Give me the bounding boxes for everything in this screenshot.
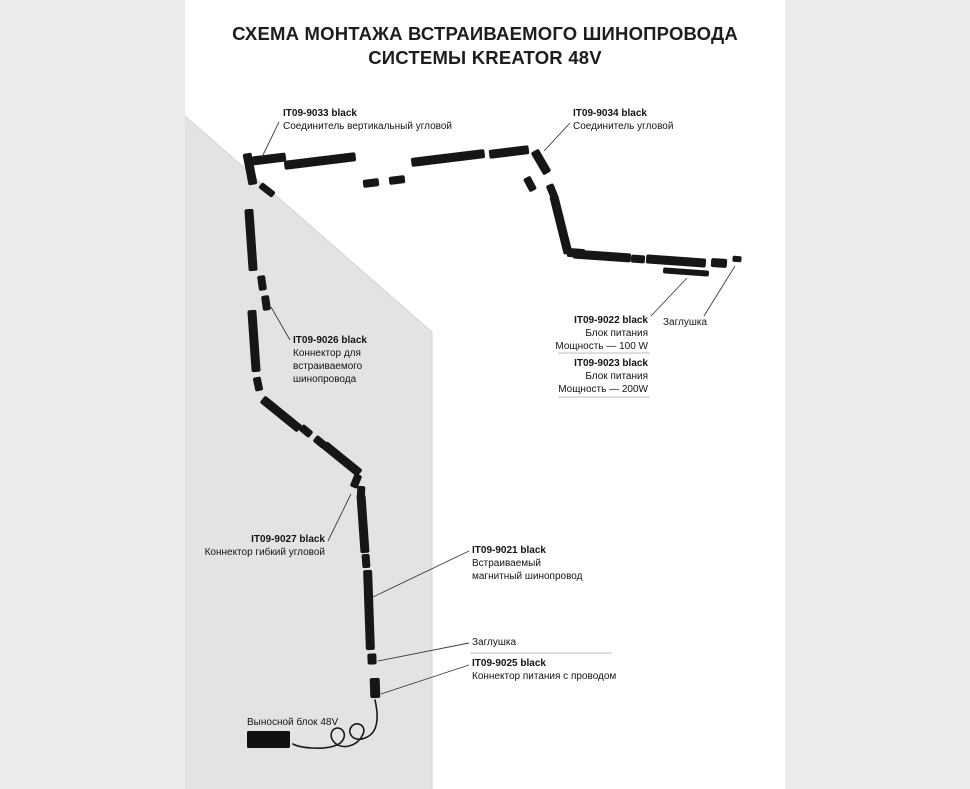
power-supply-block bbox=[662, 267, 710, 277]
track-connector bbox=[253, 376, 263, 392]
callout-it09-9026: IT09-9026 black Коннектор для встраиваем… bbox=[293, 334, 367, 386]
track-connector bbox=[546, 183, 558, 199]
track-segment bbox=[244, 208, 258, 272]
part-desc: Коннектор для bbox=[293, 348, 361, 359]
part-desc: Блок питания bbox=[585, 371, 648, 382]
power-feed-connector bbox=[369, 677, 381, 699]
wall-surface bbox=[184, 115, 433, 789]
leader-zaglushka-bottom bbox=[377, 642, 470, 662]
track-segment bbox=[645, 254, 707, 268]
part-code: IT09-9025 black bbox=[472, 658, 546, 669]
callout-remote-block: Выносной блок 48V bbox=[247, 716, 338, 729]
track-connector bbox=[630, 254, 646, 264]
track-corner-vertical-arm bbox=[251, 152, 287, 166]
track-segment bbox=[363, 569, 375, 651]
part-desc: Коннектор гибкий угловой bbox=[204, 547, 325, 558]
track-connector bbox=[257, 275, 267, 291]
track-segment bbox=[322, 441, 362, 477]
track-connector bbox=[362, 178, 380, 188]
callout-it09-9025: IT09-9025 black Коннектор питания с пров… bbox=[472, 657, 616, 683]
callout-zaglushka-bottom: Заглушка bbox=[472, 636, 516, 649]
callout-zaglushka-top: Заглушка bbox=[663, 316, 707, 329]
leader-9022 bbox=[650, 277, 688, 317]
flex-corner-connector bbox=[350, 473, 362, 489]
callout-it09-9023: IT09-9023 black Блок питания Мощность — … bbox=[508, 357, 648, 396]
track-segment bbox=[283, 152, 357, 170]
track-endcap bbox=[367, 653, 377, 665]
callout-it09-9021: IT09-9021 black Встраиваемый магнитный ш… bbox=[472, 544, 582, 583]
part-desc: Мощность — 200W bbox=[558, 384, 648, 395]
part-desc: шинопровода bbox=[293, 374, 357, 385]
track-corner-arm bbox=[531, 149, 551, 175]
track-connector bbox=[299, 424, 313, 438]
track-endcap bbox=[710, 258, 728, 268]
leader-9027 bbox=[327, 493, 352, 542]
part-code: IT09-9027 black bbox=[251, 534, 325, 545]
callout-it09-9033: IT09-9033 black Соединитель вертикальный… bbox=[283, 107, 452, 133]
track-segment bbox=[356, 494, 370, 554]
track-connector bbox=[261, 295, 271, 311]
part-desc: Соединитель угловой bbox=[573, 121, 674, 132]
callout-lines bbox=[261, 121, 736, 695]
track-connector bbox=[388, 175, 406, 185]
part-desc: Мощность — 100 W bbox=[555, 341, 648, 352]
callout-it09-9034: IT09-9034 black Соединитель угловой bbox=[573, 107, 673, 133]
part-desc: встраиваемого bbox=[293, 361, 363, 372]
part-desc: магнитный шинопровод bbox=[472, 571, 583, 582]
leader-9026 bbox=[270, 306, 291, 341]
part-code: IT09-9026 black bbox=[293, 335, 367, 346]
page-title-line2: СИСТЕМЫ KREATOR 48V bbox=[368, 47, 602, 68]
track-segment bbox=[260, 396, 302, 432]
track-connector bbox=[523, 176, 537, 192]
callout-it09-9027: IT09-9027 black Коннектор гибкий угловой bbox=[175, 533, 325, 559]
page-title-line1: СХЕМА МОНТАЖА ВСТРАИВАЕМОГО ШИНОПРОВОДА bbox=[232, 23, 738, 44]
part-desc: Соединитель вертикальный угловой bbox=[283, 121, 453, 132]
track-segment bbox=[572, 249, 632, 263]
track-connector bbox=[258, 182, 276, 198]
track-corner-arm bbox=[488, 145, 530, 159]
endcap-exploded bbox=[732, 255, 742, 263]
part-desc: Заглушка bbox=[472, 637, 517, 648]
part-code: IT09-9023 black bbox=[574, 358, 648, 369]
track-corner-vertical bbox=[242, 152, 258, 186]
leader-zaglushka-top bbox=[703, 265, 736, 317]
callout-it09-9022: IT09-9022 black Блок питания Мощность — … bbox=[508, 314, 648, 353]
part-desc: Коннектор питания с проводом bbox=[472, 671, 617, 682]
separator-lines bbox=[470, 352, 650, 654]
part-code: IT09-9022 black bbox=[574, 315, 648, 326]
part-desc: Заглушка bbox=[663, 317, 708, 328]
power-cable bbox=[292, 699, 378, 749]
page-title: СХЕМА МОНТАЖА ВСТРАИВАЕМОГО ШИНОПРОВОДА … bbox=[185, 22, 785, 70]
remote-block-box bbox=[247, 731, 290, 748]
track-segment bbox=[410, 149, 486, 167]
track-connector bbox=[361, 553, 371, 569]
leader-9025 bbox=[380, 664, 470, 695]
track-connector bbox=[313, 435, 327, 449]
part-code: IT09-9033 black bbox=[283, 108, 357, 119]
track-segment bbox=[247, 309, 261, 373]
part-desc: Блок питания bbox=[585, 328, 648, 339]
part-desc: Встраиваемый bbox=[472, 558, 541, 569]
leader-9033 bbox=[261, 121, 280, 158]
leader-9021 bbox=[372, 550, 470, 598]
track-segments bbox=[242, 145, 742, 699]
part-code: IT09-9021 black bbox=[472, 545, 546, 556]
part-code: IT09-9034 black bbox=[573, 108, 647, 119]
track-segment bbox=[549, 194, 569, 240]
part-desc: Выносной блок 48V bbox=[247, 717, 339, 728]
leader-9034 bbox=[543, 122, 571, 152]
